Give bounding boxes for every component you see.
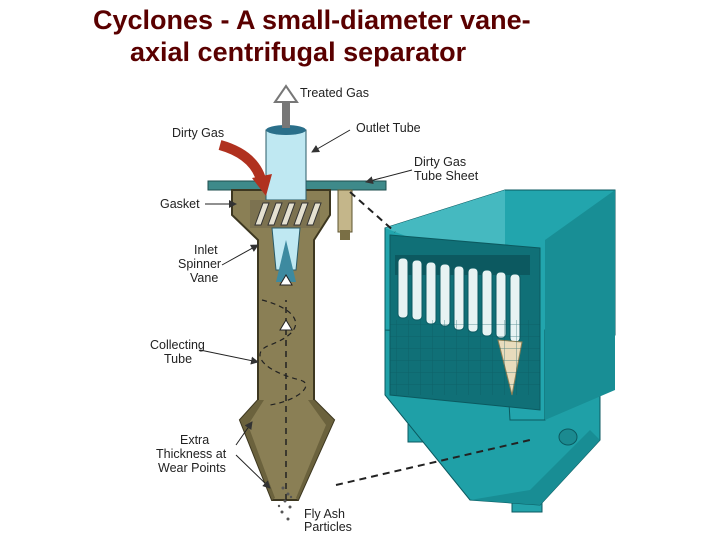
collector-hopper-shade bbox=[470, 430, 600, 505]
cyclone-detail bbox=[207, 84, 387, 521]
wear-thickness-left bbox=[240, 400, 275, 500]
collector-side-panel bbox=[545, 190, 615, 420]
outlet-tube-mouth bbox=[266, 125, 306, 135]
label-inlet-3: Vane bbox=[190, 271, 218, 285]
label-treated-gas: Treated Gas bbox=[300, 86, 369, 100]
label-collecting-2: Tube bbox=[164, 352, 192, 366]
label-fly-ash-2: Particles bbox=[304, 520, 352, 534]
title-line-1: Cyclones - A small-diameter vane- bbox=[93, 5, 531, 35]
label-extra-1: Extra bbox=[180, 433, 209, 447]
label-dirty-gas-tube-sheet-2: Tube Sheet bbox=[414, 169, 479, 183]
title-line-2: axial centrifugal separator bbox=[130, 37, 467, 67]
inlet-spinner-vane bbox=[250, 200, 322, 228]
center-cone bbox=[276, 240, 296, 282]
treated-gas-arrow bbox=[273, 84, 299, 103]
bolt-nut bbox=[340, 230, 350, 240]
collector-port bbox=[558, 428, 578, 446]
label-inlet-1: Inlet bbox=[194, 243, 218, 257]
dirty-gas-arrow-head bbox=[252, 174, 272, 196]
outlet-tube bbox=[265, 129, 307, 201]
label-fly-ash-1: Fly Ash bbox=[304, 507, 345, 521]
collector-housing bbox=[384, 189, 616, 513]
label-collecting-1: Collecting bbox=[150, 338, 205, 352]
label-extra-3: Wear Points bbox=[158, 461, 226, 475]
collector-grid bbox=[390, 320, 540, 395]
label-gasket: Gasket bbox=[160, 197, 200, 211]
up-arrow-1 bbox=[279, 319, 293, 331]
wear-thickness-right bbox=[296, 400, 334, 500]
label-outlet-tube: Outlet Tube bbox=[356, 121, 421, 135]
up-arrow-2 bbox=[279, 274, 293, 286]
label-dirty-gas-tube-sheet-1: Dirty Gas bbox=[414, 155, 466, 169]
label-inlet-2: Spinner bbox=[178, 257, 221, 271]
fly-ash-particles bbox=[277, 486, 293, 521]
connector-line-bottom bbox=[335, 439, 531, 486]
connector-line-top bbox=[349, 191, 396, 233]
leader-lines bbox=[199, 129, 413, 489]
label-dirty-gas: Dirty Gas bbox=[172, 126, 224, 140]
label-extra-2: Thickness at bbox=[156, 447, 227, 461]
bolt-right bbox=[337, 189, 353, 233]
swirl-path bbox=[259, 299, 307, 406]
